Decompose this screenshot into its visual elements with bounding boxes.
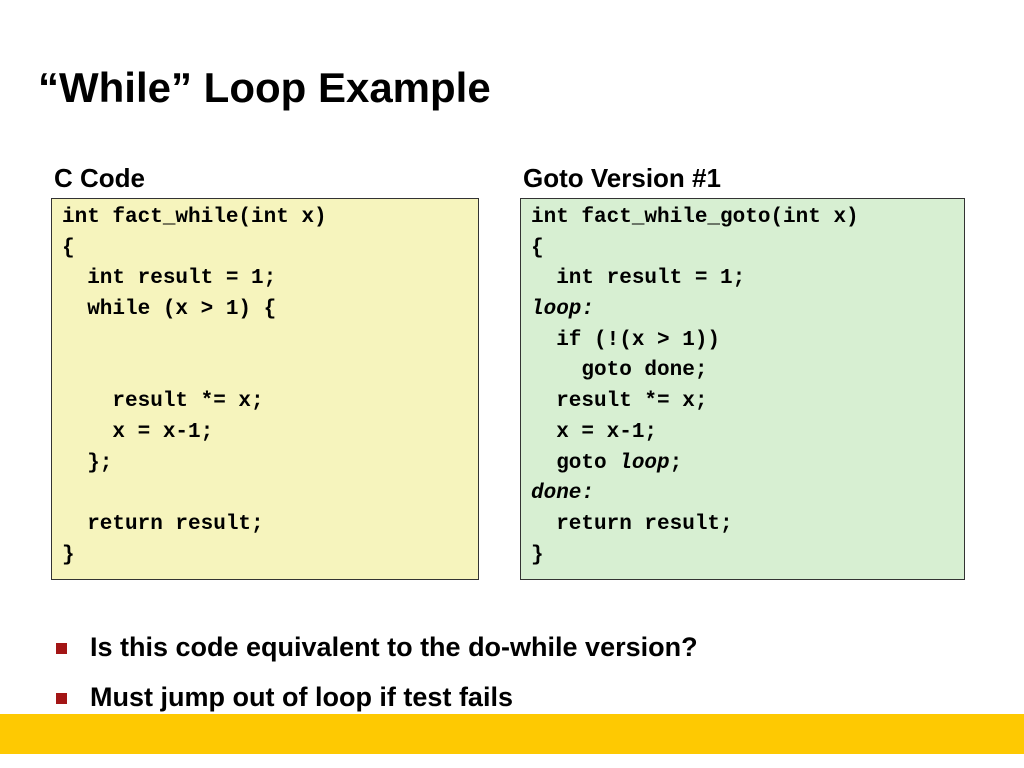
code-semicolon: ;: [669, 451, 683, 475]
code-line: [62, 326, 478, 357]
code-line: };: [62, 451, 113, 475]
code-line: }: [531, 543, 544, 567]
code-goto-keyword: goto: [531, 451, 620, 475]
code-label-done: done:: [531, 482, 595, 506]
code-line: x = x-1;: [531, 420, 658, 444]
goto-version-heading: Goto Version #1: [523, 163, 721, 193]
code-line-goto-loop: goto loop;: [531, 449, 964, 480]
footer-bar: [0, 714, 1024, 754]
code-label-loop: loop:: [531, 298, 595, 322]
code-line: int fact_while(int x): [62, 206, 327, 229]
code-line: {: [62, 236, 75, 260]
code-line: {: [531, 236, 544, 260]
bullet-item: Is this code equivalent to the do-while …: [56, 622, 698, 672]
code-line: result *= x;: [531, 390, 708, 414]
code-line: int fact_while_goto(int x): [531, 206, 859, 229]
code-line: return result;: [62, 512, 264, 536]
code-line: return result;: [531, 512, 733, 536]
square-bullet-icon: [56, 642, 67, 654]
c-code-heading: C Code: [54, 163, 145, 193]
code-goto-target: loop: [619, 451, 670, 475]
code-line: [62, 356, 478, 387]
code-line: x = x-1;: [62, 420, 214, 444]
code-line: goto done;: [531, 359, 708, 383]
code-line: [62, 479, 478, 510]
code-line: int result = 1;: [62, 267, 277, 291]
code-line: if (!(x > 1)): [531, 328, 721, 352]
square-bullet-icon: [56, 692, 67, 704]
bullet-text: Is this code equivalent to the do-while …: [90, 632, 698, 662]
bullet-text: Must jump out of loop if test fails: [90, 682, 513, 712]
code-line: result *= x;: [62, 390, 264, 414]
code-line: }: [62, 543, 75, 567]
code-line: while (x > 1) {: [62, 298, 277, 322]
slide-title: “While” Loop Example: [38, 64, 491, 111]
code-line: int result = 1;: [531, 267, 746, 291]
bullet-list: Is this code equivalent to the do-while …: [56, 622, 698, 722]
goto-code-block: int fact_while_goto(int x) { int result …: [520, 198, 965, 580]
bullet-item: Must jump out of loop if test fails: [56, 672, 698, 722]
c-code-block: int fact_while(int x) { int result = 1; …: [51, 198, 479, 580]
